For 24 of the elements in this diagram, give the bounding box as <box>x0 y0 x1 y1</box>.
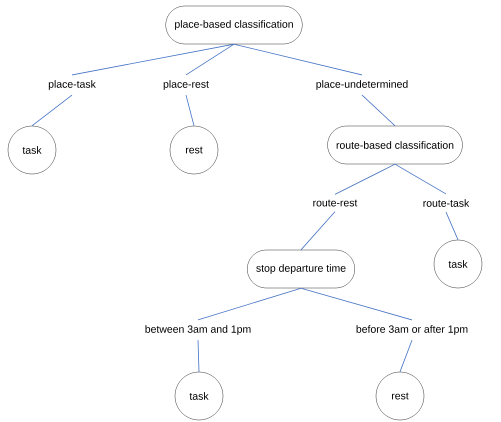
connector-line <box>300 288 412 320</box>
connector-line <box>234 44 362 76</box>
rounded-box: place-based classification <box>166 6 302 44</box>
connector-line <box>198 340 200 372</box>
connector-line <box>394 164 446 194</box>
connector-line <box>72 44 234 76</box>
connector-line <box>400 340 412 372</box>
branch-label: place-task <box>48 80 96 90</box>
branch-label: route-rest <box>313 200 358 206</box>
branch-label: before 3am or after 1pm <box>356 325 468 335</box>
connector-line <box>300 211 336 250</box>
branch-label: place-undetermined <box>316 80 408 90</box>
rounded-box: route-based classification <box>327 126 463 164</box>
connector-line <box>32 94 72 126</box>
connector-line <box>186 44 234 76</box>
connector-line <box>198 288 302 320</box>
branch-label: place-rest <box>164 80 209 90</box>
rounded-box: stop departure time <box>247 250 355 288</box>
connector-line <box>186 94 194 126</box>
connector-line <box>334 164 396 195</box>
connector-line <box>446 212 458 240</box>
branch-label: between 3am and 1pm <box>145 325 250 335</box>
connector-line <box>362 94 396 126</box>
branch-label: route-task <box>423 199 470 207</box>
